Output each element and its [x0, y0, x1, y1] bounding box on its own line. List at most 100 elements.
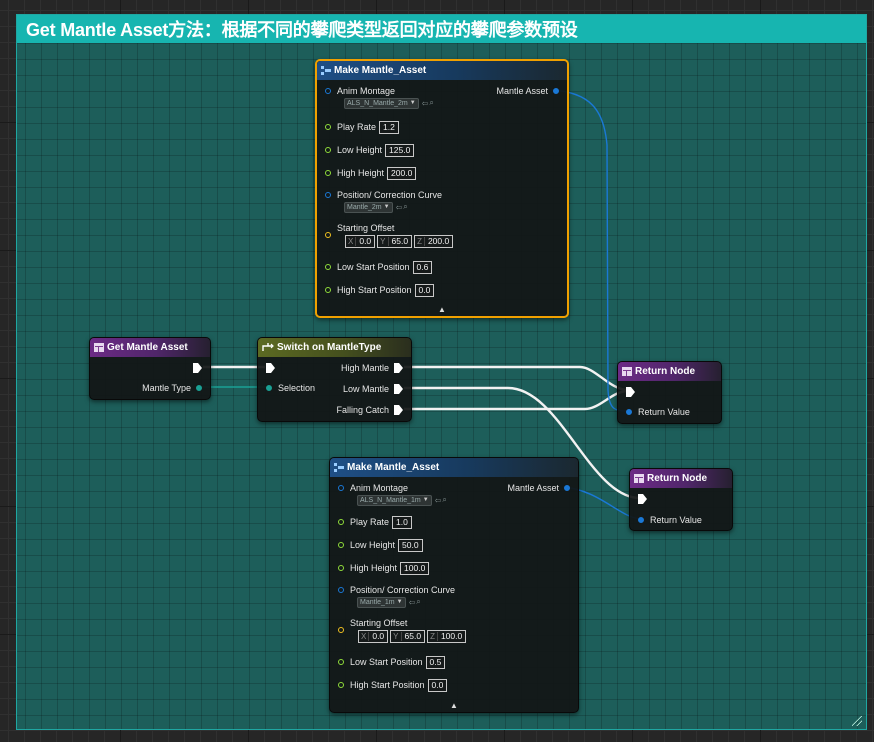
float-pin-icon[interactable] — [338, 565, 344, 571]
exec-input-pin[interactable] — [266, 361, 275, 375]
return-value-pin[interactable]: Return Value — [638, 513, 702, 527]
float-pin-icon[interactable] — [338, 519, 344, 525]
exec-pin-icon[interactable] — [626, 387, 635, 397]
low-height-pin[interactable]: Low Height 50.0 — [338, 538, 423, 552]
correction-curve-asset-picker[interactable]: Mantle_1m▼ ⇦⌕ — [357, 595, 421, 609]
exec-pin-icon[interactable] — [266, 363, 275, 373]
float-pin-icon[interactable] — [325, 287, 331, 293]
anim-montage-asset-picker[interactable]: ALS_N_Mantle_2m▼ ⇦⌕ — [344, 96, 434, 110]
low-height-input[interactable]: 125.0 — [385, 143, 415, 157]
exec-pin-icon[interactable] — [394, 384, 403, 394]
node-header[interactable]: Return Node — [618, 362, 721, 381]
high-height-pin[interactable]: High Height 100.0 — [338, 561, 430, 575]
exec-input-pin[interactable] — [638, 492, 647, 506]
return-node-bottom[interactable]: Return Node Return Value — [629, 468, 733, 531]
object-pin-icon[interactable] — [325, 88, 331, 94]
node-header[interactable]: Make Mantle_Asset — [330, 458, 578, 477]
struct-pin-icon[interactable] — [638, 517, 644, 523]
anim-montage-dropdown[interactable]: ALS_N_Mantle_1m▼ — [357, 494, 432, 506]
get-mantle-asset-entry-node[interactable]: Get Mantle Asset Mantle Type — [89, 337, 211, 400]
selection-input-pin[interactable]: Selection — [266, 381, 315, 395]
exec-pin-icon[interactable] — [394, 405, 403, 415]
exec-pin-icon[interactable] — [394, 363, 403, 373]
float-pin-icon[interactable] — [338, 542, 344, 548]
offset-x-input[interactable]: 0.0 — [359, 236, 372, 246]
use-selected-arrow-icon[interactable]: ⇦ — [408, 597, 416, 607]
object-pin-icon[interactable] — [338, 485, 344, 491]
exec-pin-icon[interactable] — [193, 363, 202, 373]
node-header[interactable]: Get Mantle Asset — [90, 338, 210, 357]
float-pin-icon[interactable] — [338, 682, 344, 688]
low-start-input[interactable]: 0.5 — [425, 655, 446, 669]
browse-search-icon[interactable]: ⌕ — [429, 98, 434, 107]
mantle-type-output-pin[interactable]: Mantle Type — [142, 381, 202, 395]
anim-montage-pin[interactable]: Anim Montage — [338, 481, 408, 495]
curve-dropdown[interactable]: Mantle_2m▼ — [344, 201, 393, 213]
offset-y-input[interactable]: 65.0 — [404, 631, 422, 641]
exec-output-pin[interactable] — [193, 361, 202, 375]
exec-pin-icon[interactable] — [638, 494, 647, 504]
high-start-position-pin[interactable]: High Start Position 0.0 — [325, 283, 435, 297]
object-pin-icon[interactable] — [338, 587, 344, 593]
browse-search-icon[interactable]: ⌕ — [416, 597, 421, 606]
float-pin-icon[interactable] — [325, 170, 331, 176]
collapse-arrow-icon[interactable]: ▲ — [438, 305, 446, 314]
starting-offset-pin[interactable]: Starting Offset — [325, 221, 394, 238]
high-mantle-exec-pin[interactable]: High Mantle — [341, 361, 403, 375]
high-height-input[interactable]: 100.0 — [400, 561, 430, 575]
object-pin-icon[interactable] — [325, 192, 331, 198]
vector-pin-icon[interactable] — [338, 626, 344, 633]
offset-z-input[interactable]: 200.0 — [427, 236, 450, 246]
float-pin-icon[interactable] — [338, 659, 344, 665]
float-pin-icon[interactable] — [325, 147, 331, 153]
return-value-pin[interactable]: Return Value — [626, 405, 690, 419]
return-node-top[interactable]: Return Node Return Value — [617, 361, 722, 424]
use-selected-arrow-icon[interactable]: ⇦ — [434, 495, 442, 505]
play-rate-pin[interactable]: Play Rate 1.0 — [338, 515, 412, 529]
low-height-input[interactable]: 50.0 — [398, 538, 423, 552]
low-height-pin[interactable]: Low Height 125.0 — [325, 143, 415, 157]
struct-pin-icon[interactable] — [564, 485, 570, 491]
node-header[interactable]: Switch on MantleType — [258, 338, 411, 357]
play-rate-input[interactable]: 1.2 — [379, 120, 399, 134]
use-selected-arrow-icon[interactable]: ⇦ — [395, 202, 403, 212]
mantle-asset-output-pin[interactable]: Mantle Asset — [507, 481, 570, 495]
use-selected-arrow-icon[interactable]: ⇦ — [421, 98, 429, 108]
correction-curve-pin[interactable]: Position/ Correction Curve — [325, 188, 442, 202]
struct-pin-icon[interactable] — [553, 88, 559, 94]
float-pin-icon[interactable] — [325, 124, 331, 130]
node-header[interactable]: Make Mantle_Asset — [317, 61, 567, 80]
comment-resize-grip[interactable] — [852, 716, 862, 726]
high-start-position-pin[interactable]: High Start Position 0.0 — [338, 678, 448, 692]
play-rate-input[interactable]: 1.0 — [392, 515, 412, 529]
make-mantle-asset-node-top[interactable]: Make Mantle_Asset Mantle Asset Anim Mont… — [315, 59, 569, 318]
low-mantle-exec-pin[interactable]: Low Mantle — [343, 382, 403, 396]
vector-pin-icon[interactable] — [325, 231, 331, 238]
collapse-arrow-icon[interactable]: ▲ — [450, 701, 458, 710]
browse-search-icon[interactable]: ⌕ — [442, 495, 447, 504]
byte-pin-icon[interactable] — [196, 385, 202, 391]
curve-dropdown[interactable]: Mantle_1m▼ — [357, 596, 406, 608]
high-start-input[interactable]: 0.0 — [427, 678, 448, 692]
anim-montage-asset-picker[interactable]: ALS_N_Mantle_1m▼ ⇦⌕ — [357, 493, 447, 507]
anim-montage-pin[interactable]: Anim Montage — [325, 84, 395, 98]
exec-input-pin[interactable] — [626, 385, 635, 399]
offset-y-input[interactable]: 65.0 — [391, 236, 409, 246]
float-pin-icon[interactable] — [325, 264, 331, 270]
low-start-input[interactable]: 0.6 — [412, 260, 433, 274]
low-start-position-pin[interactable]: Low Start Position 0.6 — [325, 260, 433, 274]
struct-pin-icon[interactable] — [626, 409, 632, 415]
correction-curve-pin[interactable]: Position/ Correction Curve — [338, 583, 455, 597]
browse-search-icon[interactable]: ⌕ — [403, 202, 408, 211]
play-rate-pin[interactable]: Play Rate 1.2 — [325, 120, 399, 134]
node-header[interactable]: Return Node — [630, 469, 732, 488]
starting-offset-pin[interactable]: Starting Offset — [338, 616, 407, 633]
falling-catch-exec-pin[interactable]: Falling Catch — [336, 403, 403, 417]
